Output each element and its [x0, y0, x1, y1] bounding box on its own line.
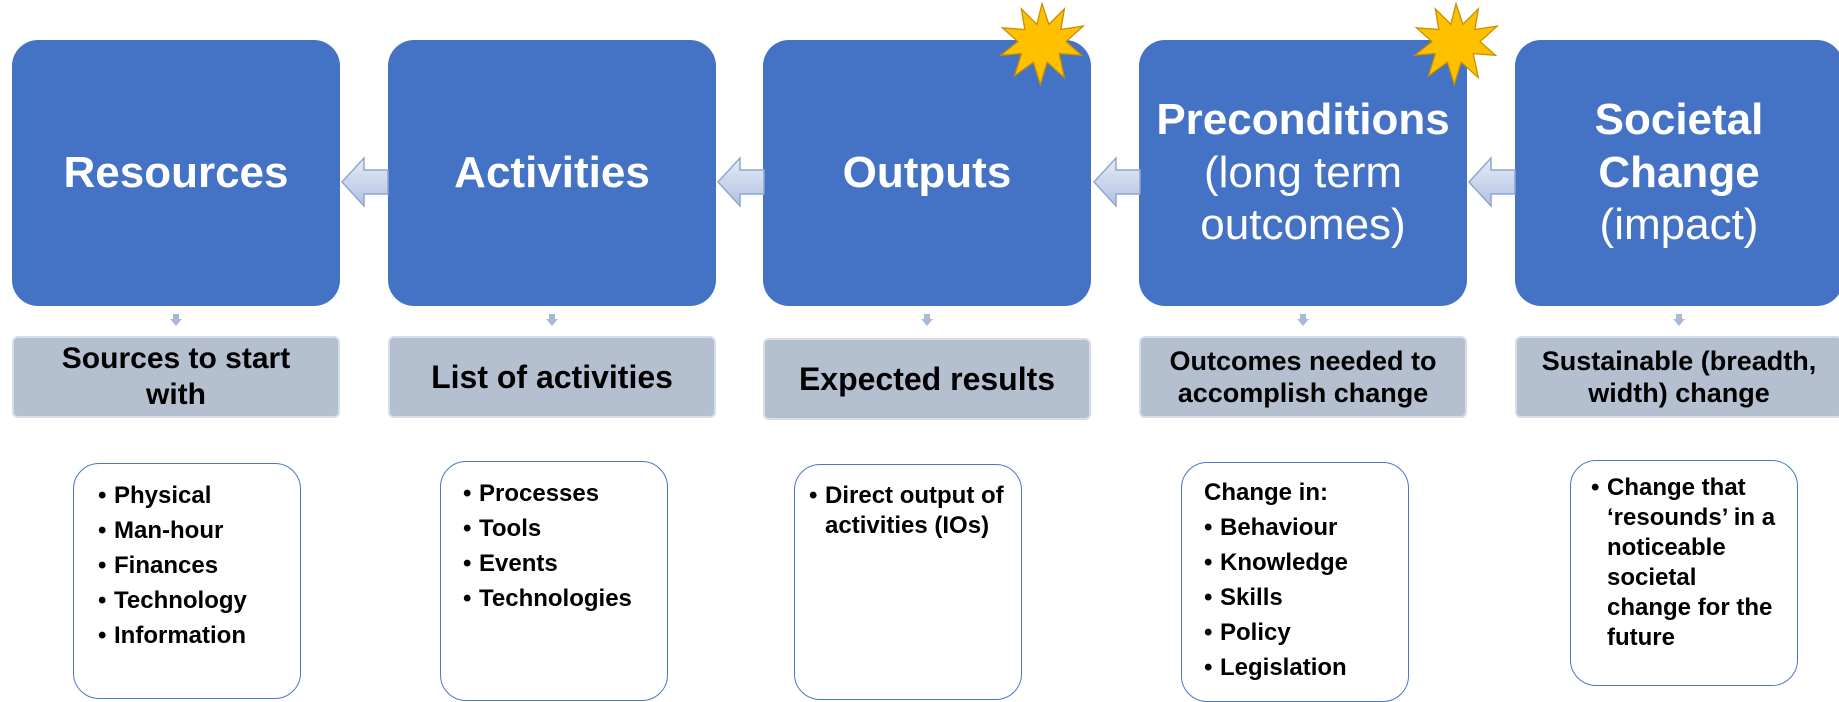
- list-item: Skills: [1204, 580, 1408, 615]
- stage-box-societal-change[interactable]: Societal Change (impact): [1515, 40, 1839, 306]
- stage-band-resources: Sources to start with: [12, 336, 340, 418]
- card-list: Direct output of activities (IOs): [809, 481, 1007, 541]
- band-text: Sources to start with: [61, 342, 291, 411]
- list-item: Direct output of activities (IOs): [809, 481, 1007, 541]
- list-item: Events: [463, 546, 667, 581]
- detail-card-societal-change: Change that ‘resounds’ in a noticeable s…: [1570, 460, 1798, 686]
- stage-title: Activities: [454, 147, 650, 197]
- band-text: Outcomes needed to accomplish change: [1169, 345, 1437, 408]
- stage-box-resources[interactable]: Resources: [12, 40, 340, 306]
- list-item: Technologies: [463, 581, 667, 616]
- list-item: Man-hour: [98, 513, 300, 548]
- card-intro: Change in:: [1204, 479, 1328, 506]
- list-item: Knowledge: [1204, 545, 1408, 580]
- left-arrow-icon: [716, 156, 765, 208]
- down-arrow-icon: [170, 314, 182, 326]
- stage-column-societal-change: Societal Change (impact) Sustainable (br…: [1515, 0, 1839, 689]
- band-text: Sustainable (breadth, width) change: [1541, 345, 1817, 408]
- left-arrow-icon: [340, 156, 389, 208]
- list-item: Tools: [463, 511, 667, 546]
- list-item: Behaviour: [1204, 510, 1408, 545]
- stage-title: Resources: [63, 147, 289, 197]
- card-list: Behaviour Knowledge Skills Policy Legisl…: [1204, 510, 1408, 685]
- starburst-icon: [998, 2, 1086, 87]
- down-arrow-icon: [1673, 314, 1685, 326]
- card-list: Physical Man-hour Finances Technology In…: [98, 478, 300, 653]
- list-item: Finances: [98, 548, 300, 583]
- down-arrow-icon: [1297, 314, 1309, 326]
- stage-column-activities: Activities List of activities Processes …: [388, 0, 718, 701]
- card-list: Processes Tools Events Technologies: [463, 476, 667, 616]
- band-text: List of activities: [431, 358, 673, 395]
- stage-box-outputs[interactable]: Outputs: [763, 40, 1091, 306]
- stage-column-preconditions: Preconditions (long term outcomes) Outco…: [1139, 0, 1500, 702]
- list-item: Technology: [98, 583, 300, 618]
- stage-title: Societal Change: [1594, 94, 1764, 197]
- stage-box-preconditions[interactable]: Preconditions (long term outcomes): [1139, 40, 1467, 306]
- card-list: Change that ‘resounds’ in a noticeable s…: [1591, 473, 1777, 653]
- stage-title: Preconditions: [1156, 94, 1450, 144]
- stage-band-activities: List of activities: [388, 336, 716, 418]
- stage-subtitle: (long term outcomes): [1200, 147, 1406, 250]
- list-item: Change that ‘resounds’ in a noticeable s…: [1591, 473, 1777, 653]
- list-item: Legislation: [1204, 650, 1408, 685]
- down-arrow-icon: [546, 314, 558, 326]
- left-arrow-icon: [1467, 156, 1516, 208]
- stage-subtitle: (impact): [1599, 200, 1759, 250]
- stage-column-outputs: Outputs Expected results Direct output o…: [763, 0, 1093, 700]
- list-item: Processes: [463, 476, 667, 511]
- detail-card-outputs: Direct output of activities (IOs): [794, 464, 1022, 700]
- stage-band-societal-change: Sustainable (breadth, width) change: [1515, 336, 1839, 418]
- detail-card-preconditions: Change in: Behaviour Knowledge Skills Po…: [1181, 462, 1409, 702]
- stage-column-resources: Resources Sources to start with Physical…: [12, 0, 342, 699]
- starburst-icon: [1412, 2, 1500, 87]
- down-arrow-icon: [921, 314, 933, 326]
- detail-card-activities: Processes Tools Events Technologies: [440, 461, 668, 701]
- left-arrow-icon: [1092, 156, 1141, 208]
- list-item: Physical: [98, 478, 300, 513]
- detail-card-resources: Physical Man-hour Finances Technology In…: [73, 463, 301, 699]
- stage-band-preconditions: Outcomes needed to accomplish change: [1139, 336, 1467, 418]
- stage-box-activities[interactable]: Activities: [388, 40, 716, 306]
- stage-band-outputs: Expected results: [763, 338, 1091, 420]
- list-item: Information: [98, 618, 300, 653]
- list-item: Policy: [1204, 615, 1408, 650]
- stage-title: Outputs: [842, 147, 1012, 197]
- band-text: Expected results: [798, 360, 1056, 397]
